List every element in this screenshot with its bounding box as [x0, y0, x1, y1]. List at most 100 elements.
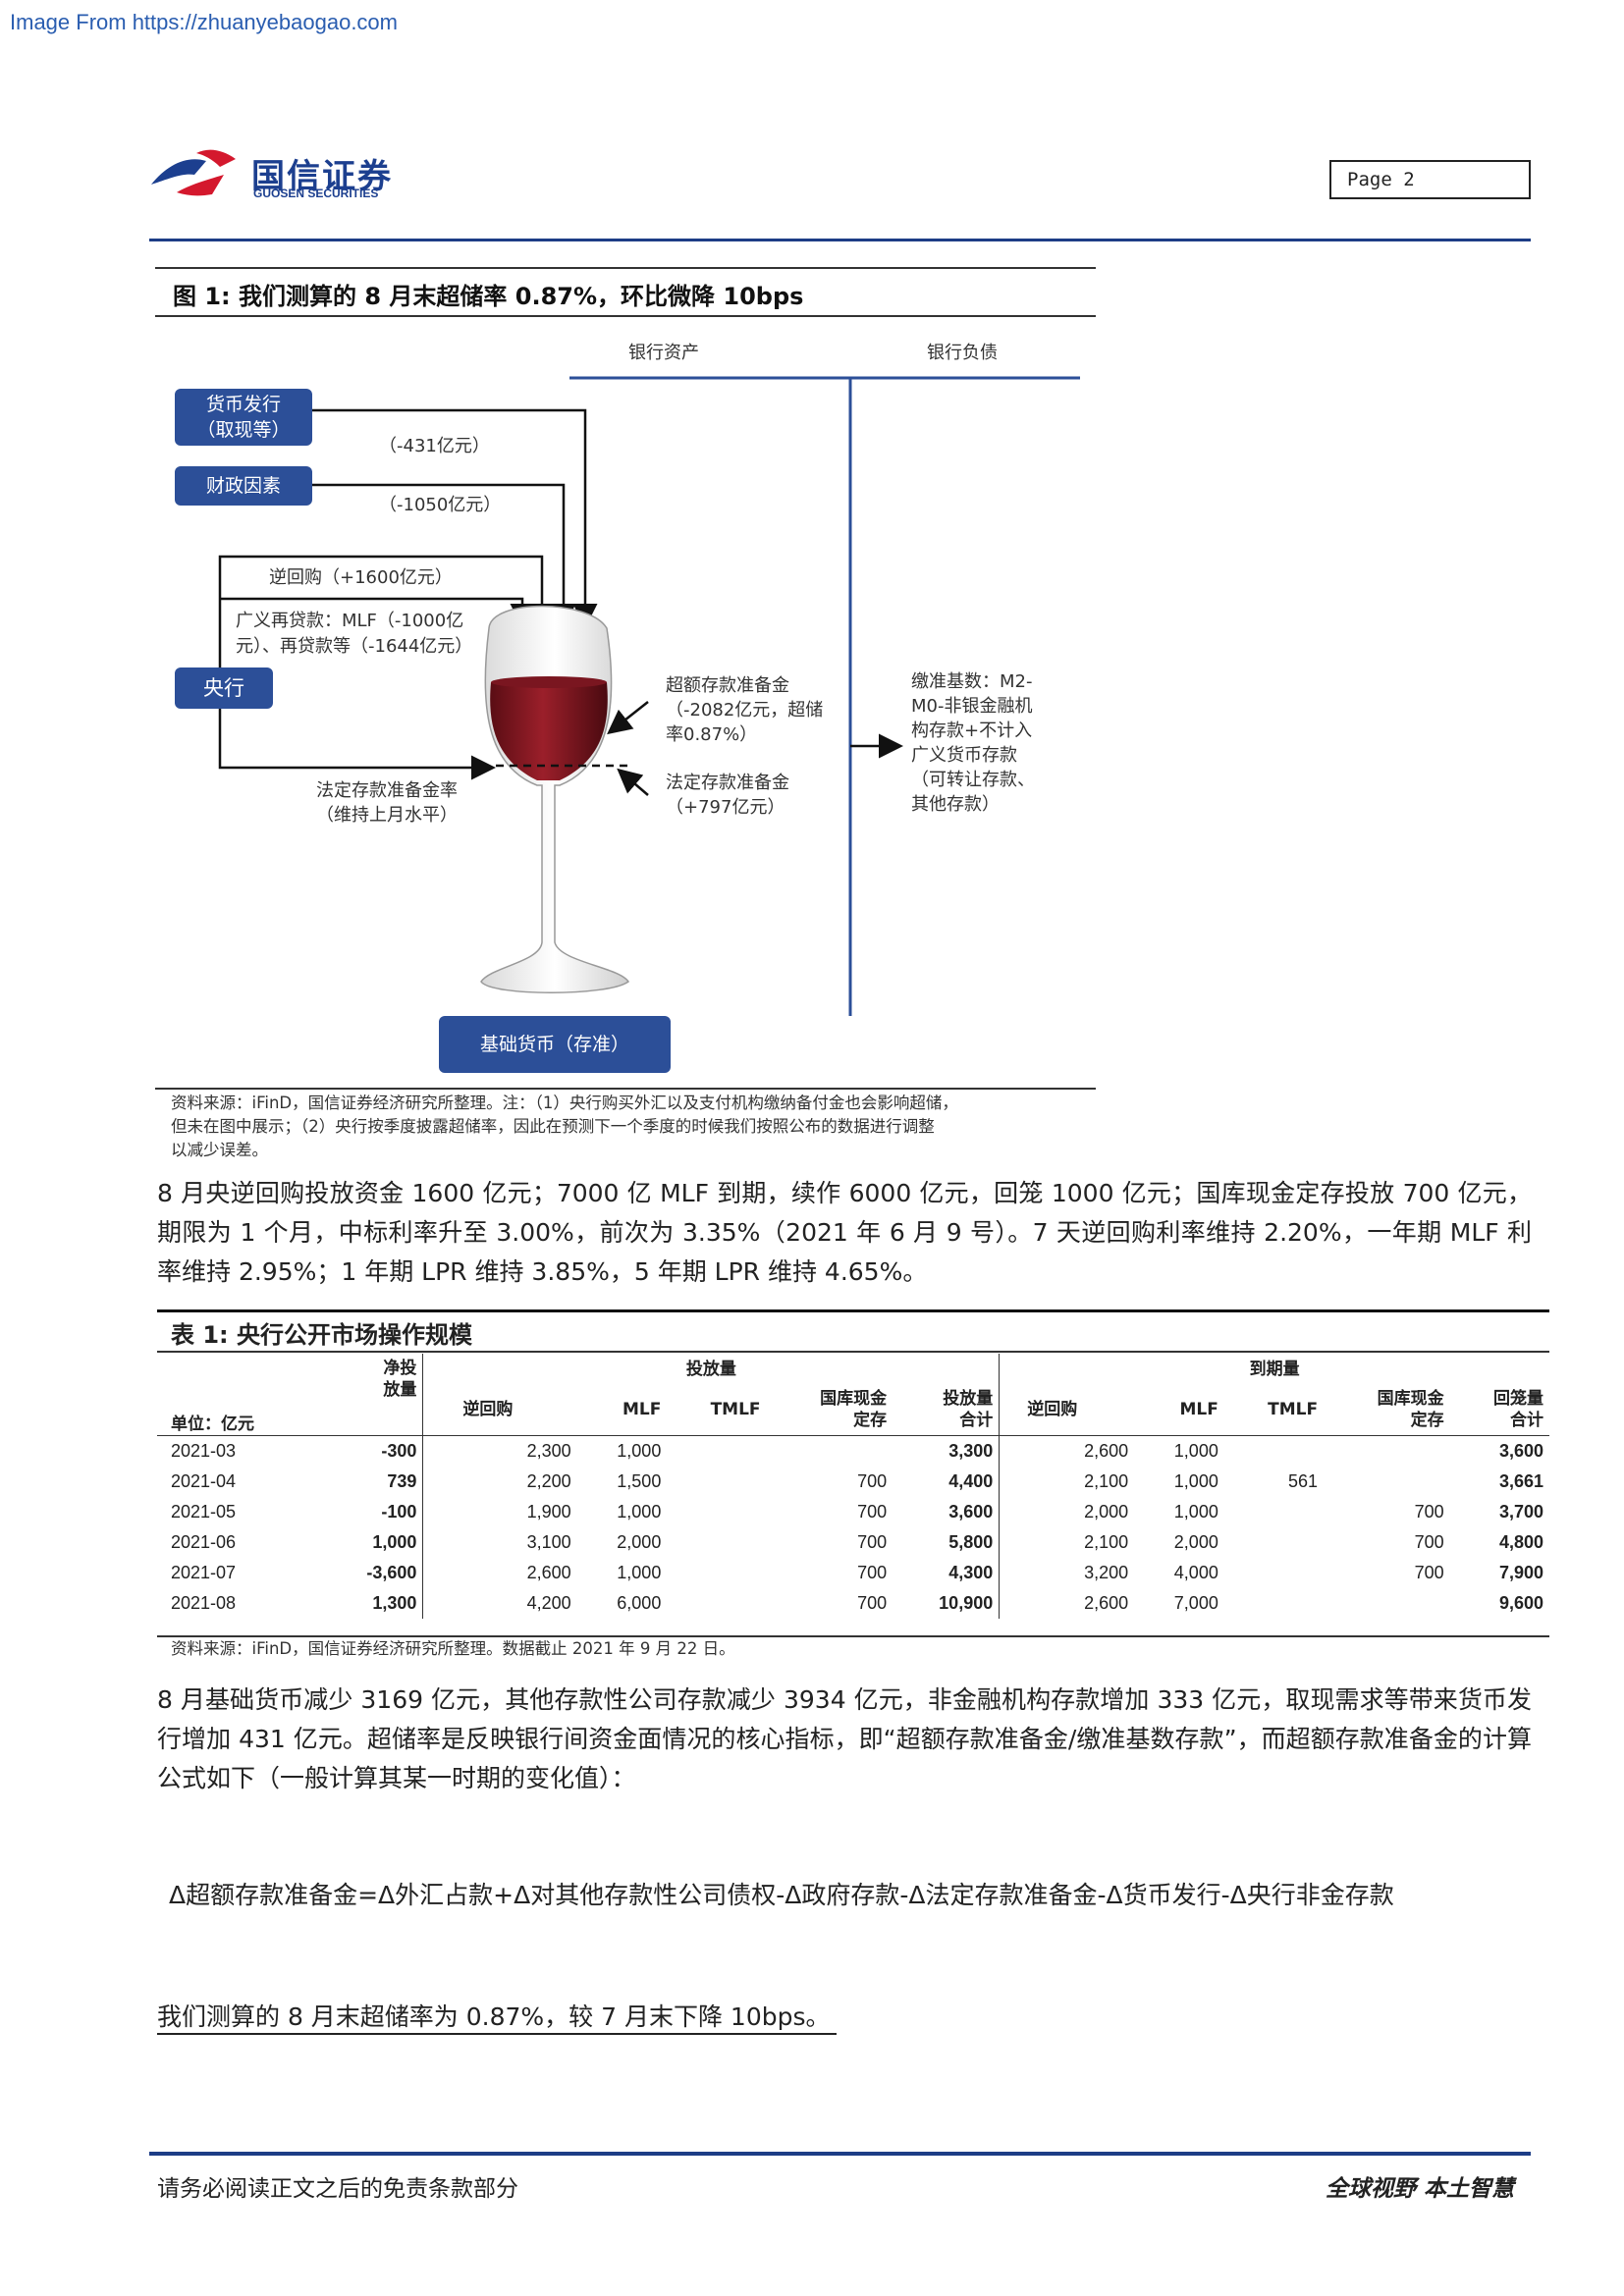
table-cell: -100	[322, 1496, 424, 1527]
table-cell: 4,400	[893, 1466, 1001, 1497]
table-cell: 10,900	[893, 1587, 1001, 1619]
table-cell: 4,200	[526, 1592, 571, 1613]
central-bank-box: 央行	[175, 667, 273, 709]
table-cell	[1324, 1588, 1450, 1619]
table-cell: 700	[857, 1531, 888, 1552]
table-cell	[1224, 1558, 1324, 1588]
mat-treasury-line1: 国库现金	[1377, 1388, 1444, 1409]
table-cell: 1,000	[617, 1501, 662, 1522]
table-cell: 700	[1414, 1562, 1444, 1582]
table-cell	[1224, 1588, 1324, 1619]
table-cell: 2,600	[526, 1562, 571, 1582]
mat-reverse-repo-header: 逆回购	[1027, 1399, 1078, 1419]
maturity-group-header: 到期量	[1249, 1359, 1300, 1379]
table-cell: 739	[322, 1466, 424, 1497]
table-cell	[1324, 1435, 1450, 1467]
inj-treasury-line2: 定存	[853, 1410, 888, 1430]
row-date-cell: 2021-05	[171, 1501, 237, 1522]
excess-reserve-formula: Δ超额存款准备金=Δ外汇占款+Δ对其他存款性公司债权-Δ政府存款-Δ法定存款准备…	[169, 1881, 1394, 1909]
guosen-logo-icon	[151, 149, 236, 196]
table-cell: 2,200	[526, 1470, 571, 1491]
fiscal-factor-box: 财政因素	[175, 466, 312, 506]
table-bottom-rule	[157, 1635, 1549, 1637]
inj-total-line1: 投放量	[943, 1388, 994, 1409]
rrr-label: 法定存款准备金率 （维持上月水平）	[316, 778, 458, 828]
reserve-base-label: 缴准基数：M2- M0-非银金融机 构存款+不计入 广义货币存款 （可转让存款、…	[911, 669, 1035, 817]
table-cell: 7,900	[1498, 1562, 1543, 1582]
table-title: 表 1: 央行公开市场操作规模	[171, 1321, 473, 1349]
statutory-reserve-line2: （+797亿元）	[666, 797, 785, 818]
table-cell: 2,100	[1084, 1531, 1129, 1552]
base-money-box: 基础货币（存准）	[439, 1016, 671, 1073]
page-number: Page 2	[1329, 160, 1531, 199]
figure-top-rule	[155, 267, 1096, 269]
table-cell: 1,900	[526, 1501, 571, 1522]
mat-total-header: 回笼量 合计	[1450, 1384, 1549, 1435]
table-cell: 2,000	[1173, 1531, 1218, 1552]
logo-text-en: GUOSEN SECURITIES	[253, 187, 379, 200]
disclaimer-note: 请务必阅读正文之后的免责条款部分	[157, 2176, 518, 2202]
refinance-line2: 元）、再贷款等（-1644亿元）	[236, 636, 473, 657]
table-cell: 1,000	[1173, 1501, 1218, 1522]
table-cell	[1224, 1527, 1324, 1558]
table-cell: 700	[857, 1562, 888, 1582]
table-cell	[667, 1467, 766, 1497]
currency-issue-line2: （取现等）	[196, 419, 291, 441]
net-injection-header-line2: 放量	[383, 1380, 417, 1400]
table-cell: 4,000	[1173, 1562, 1218, 1582]
table-cell: 1,500	[617, 1470, 662, 1491]
table-cell: 5,800	[893, 1526, 1001, 1558]
reserve-base-line4: 广义货币存款	[911, 745, 1017, 766]
table-cell: 700	[857, 1470, 888, 1491]
reserve-base-line5: （可转让存款、	[911, 770, 1035, 790]
reserve-base-line3: 构存款+不计入	[911, 721, 1033, 741]
net-injection-header-line1: 净投	[383, 1359, 417, 1378]
table-unit: 单位：亿元	[171, 1414, 254, 1434]
table-cell: 1,000	[1173, 1440, 1218, 1461]
table-cell: 1,000	[617, 1440, 662, 1461]
table-cell: 3,661	[1498, 1470, 1543, 1491]
table-cell: 1,000	[1173, 1470, 1218, 1491]
excess-reserve-line2: （-2082亿元，超储	[666, 700, 824, 721]
statutory-reserve-line1: 法定存款准备金	[666, 773, 789, 793]
table-cell: 2,000	[1084, 1501, 1129, 1522]
mat-total-line1: 回笼量	[1493, 1388, 1543, 1409]
row-date-cell: 2021-08	[171, 1592, 237, 1613]
reserve-base-line6: 其他存款）	[911, 794, 1000, 815]
table-cell: 1,000	[322, 1526, 424, 1558]
table-cell: 700	[857, 1592, 888, 1613]
logo-text-cn: 国信证券	[251, 157, 393, 196]
table-cell: 2,600	[1084, 1440, 1129, 1461]
excess-reserve-line1: 超额存款准备金	[666, 675, 789, 696]
table-cell	[667, 1527, 766, 1558]
mat-tmlf-header: TMLF	[1268, 1399, 1319, 1419]
operations-table: 单位：亿元 净投 放量 投放量 到期量 逆回购 MLF TMLF 国库现金 定存…	[157, 1354, 1549, 1619]
excess-reserve-line3: 率0.87%）	[666, 724, 758, 745]
table-cell: 7,000	[1173, 1592, 1218, 1613]
table-cell: -3,600	[322, 1557, 424, 1588]
inj-total-header: 投放量 合计	[893, 1384, 1001, 1435]
statutory-reserve-label: 法定存款准备金 （+797亿元）	[666, 771, 789, 820]
operations-paragraph: 8 月央逆回购投放资金 1600 亿元；7000 亿 MLF 到期，续作 600…	[157, 1179, 1532, 1286]
conclusion-text: 我们测算的 8 月末超储率为 0.87%，较 7 月末下降 10bps。	[157, 1998, 837, 2035]
reverse-repo-label: 逆回购（+1600亿元）	[269, 567, 453, 588]
fiscal-change-label: （-1050亿元）	[379, 495, 502, 515]
currency-issue-line1: 货币发行	[205, 394, 281, 415]
slogan-text: 全球视野 本土智慧	[1326, 2176, 1515, 2202]
inj-treasury-line1: 国库现金	[820, 1388, 888, 1409]
footer-rule	[149, 2152, 1531, 2156]
mat-total-line2: 合计	[1510, 1410, 1543, 1430]
table-cell: 3,700	[1498, 1501, 1543, 1522]
table-cell	[667, 1588, 766, 1619]
table-cell: 700	[1414, 1501, 1444, 1522]
refinance-line1: 广义再贷款：MLF（-1000亿	[236, 611, 464, 631]
inj-reverse-repo-header: 逆回购	[462, 1399, 514, 1419]
table-cell: 3,600	[1498, 1440, 1543, 1461]
liabilities-column-label: 银行负债	[927, 343, 998, 363]
currency-change-label: （-431亿元）	[379, 436, 490, 456]
assets-column-label: 银行资产	[628, 343, 699, 363]
header-rule	[149, 239, 1531, 241]
